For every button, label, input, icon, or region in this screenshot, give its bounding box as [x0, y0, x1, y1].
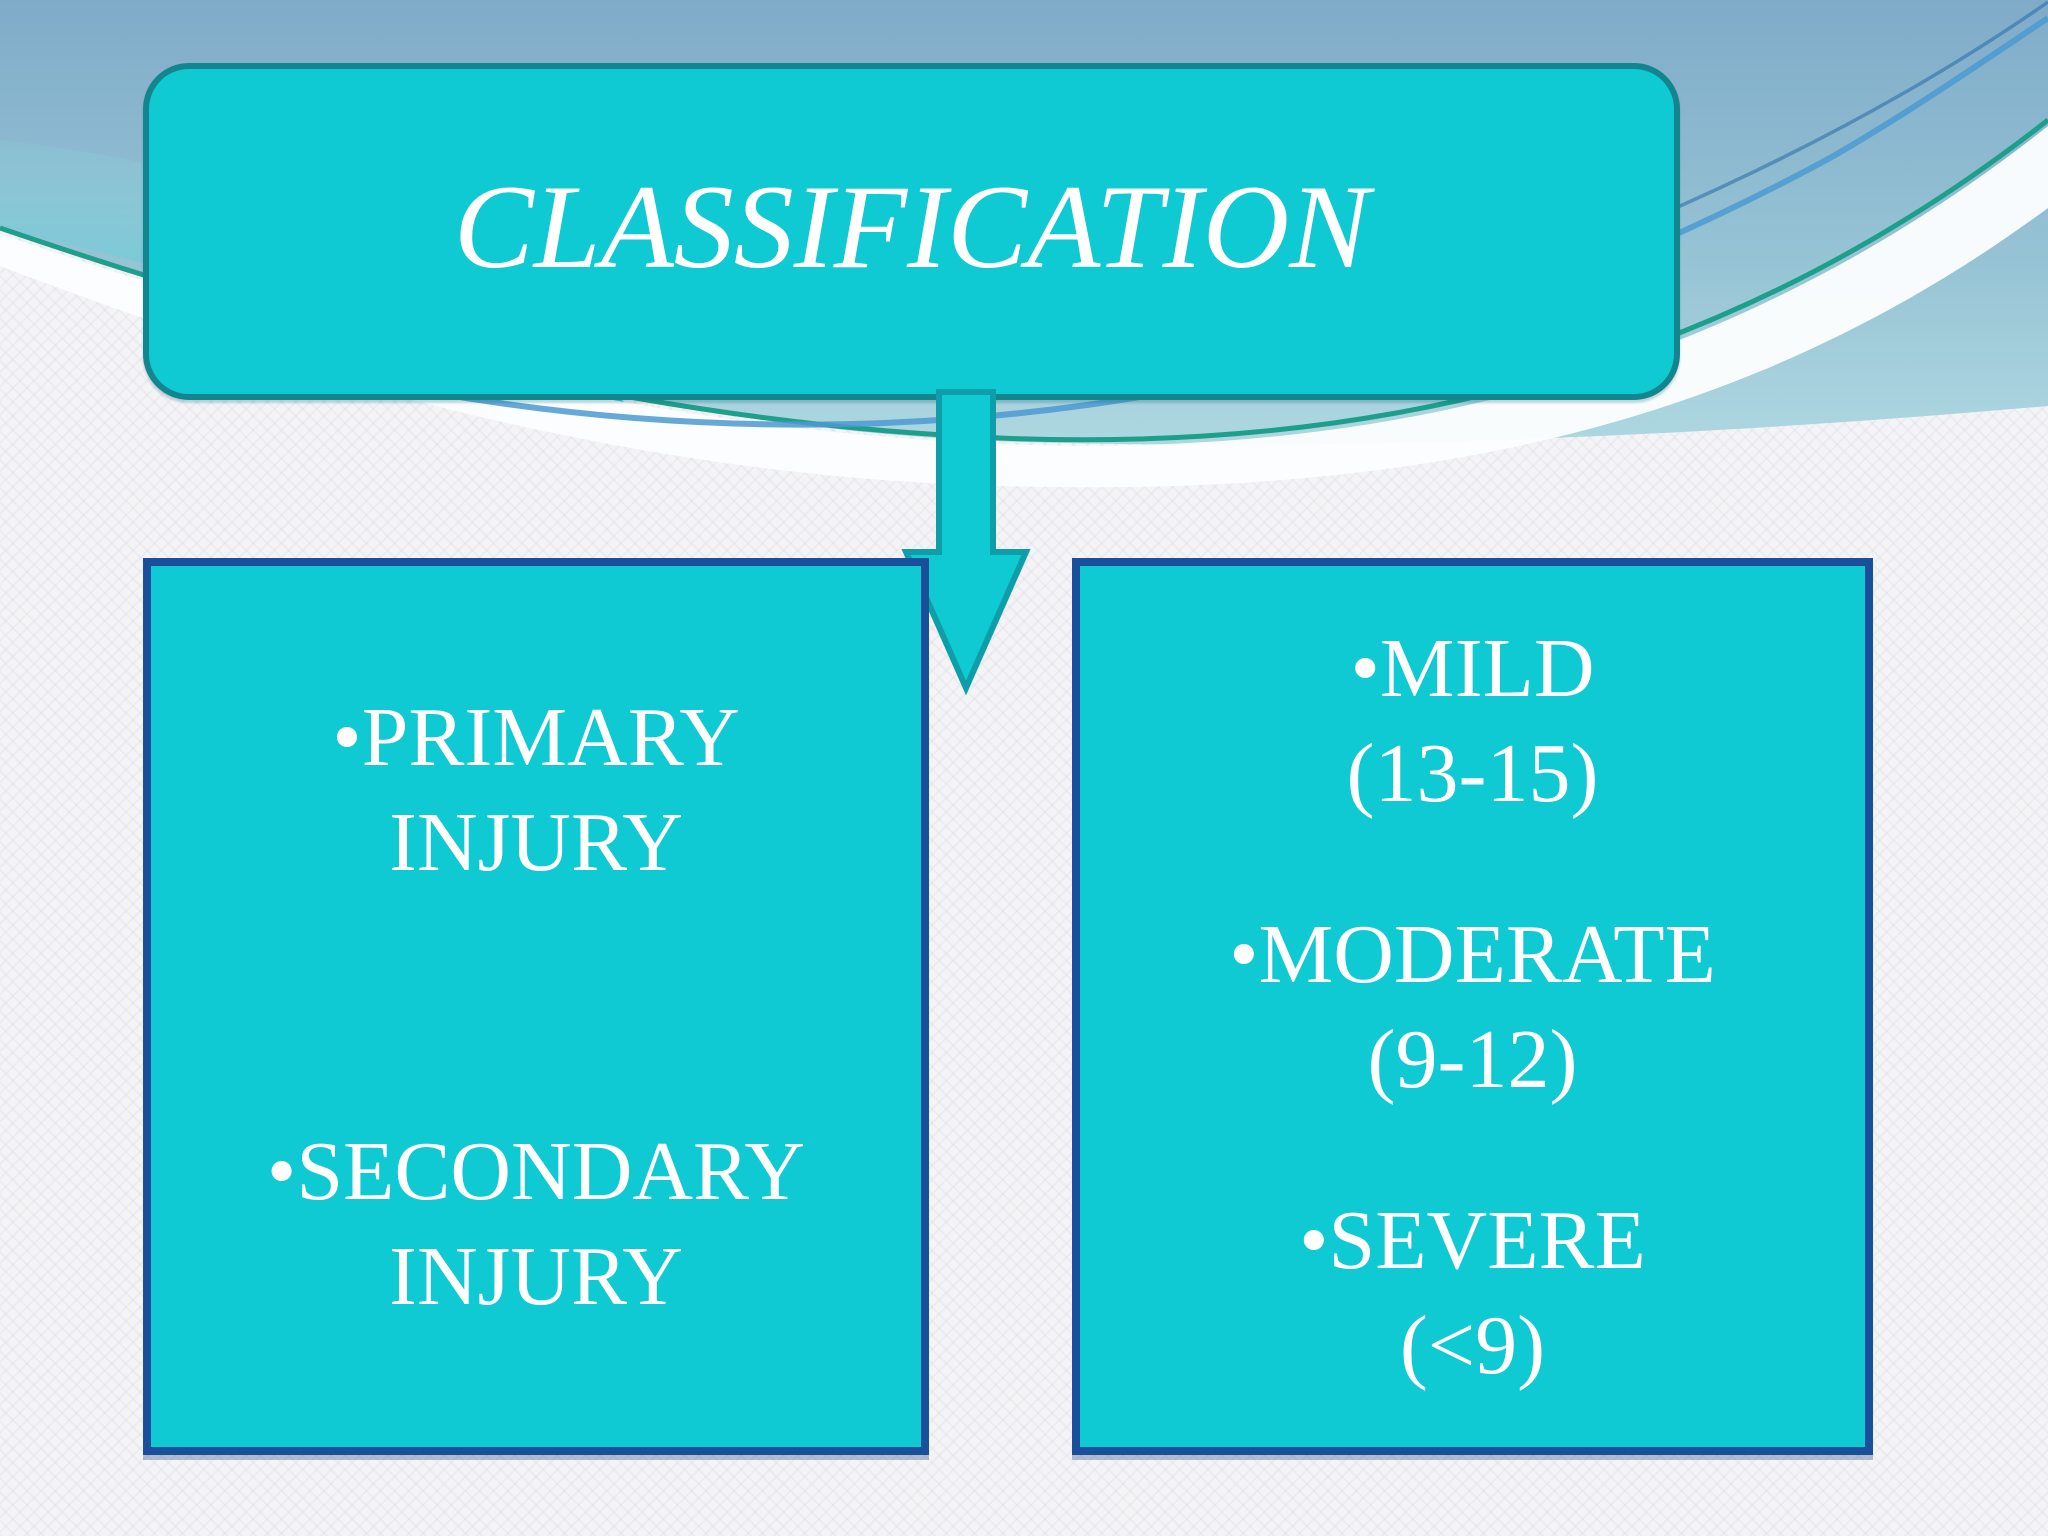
bullet-line: INJURY [388, 795, 684, 889]
bullet-line: (13-15) [1346, 726, 1599, 820]
bullet-line: •SECONDARY [266, 1124, 806, 1218]
bullet-line: INJURY [388, 1229, 684, 1323]
bullet-item-primary-injury: •PRIMARY INJURY [332, 685, 740, 895]
bullet-line: •MILD [1350, 621, 1595, 715]
bullet-line: (<9) [1399, 1298, 1546, 1392]
down-arrow-icon [901, 389, 1031, 696]
bullet-item-moderate: •MODERATE (9-12) [1229, 902, 1716, 1112]
severity-grades-box: •MILD (13-15) •MODERATE (9-12) •SEVERE (… [1072, 558, 1873, 1455]
bullet-line: (9-12) [1367, 1012, 1578, 1106]
bullet-line: •PRIMARY [332, 690, 740, 784]
bullet-item-mild: •MILD (13-15) [1347, 616, 1599, 826]
bullet-line: •MODERATE [1229, 907, 1716, 1001]
bullet-item-severe: •SEVERE (<9) [1299, 1188, 1646, 1398]
slide-title: CLASSIFICATION [453, 159, 1370, 293]
injury-types-box: •PRIMARY INJURY •SECONDARY INJURY [143, 558, 929, 1455]
title-box: CLASSIFICATION [143, 63, 1680, 400]
bullet-line: •SEVERE [1299, 1193, 1646, 1287]
bullet-item-secondary-injury: •SECONDARY INJURY [267, 1119, 805, 1329]
